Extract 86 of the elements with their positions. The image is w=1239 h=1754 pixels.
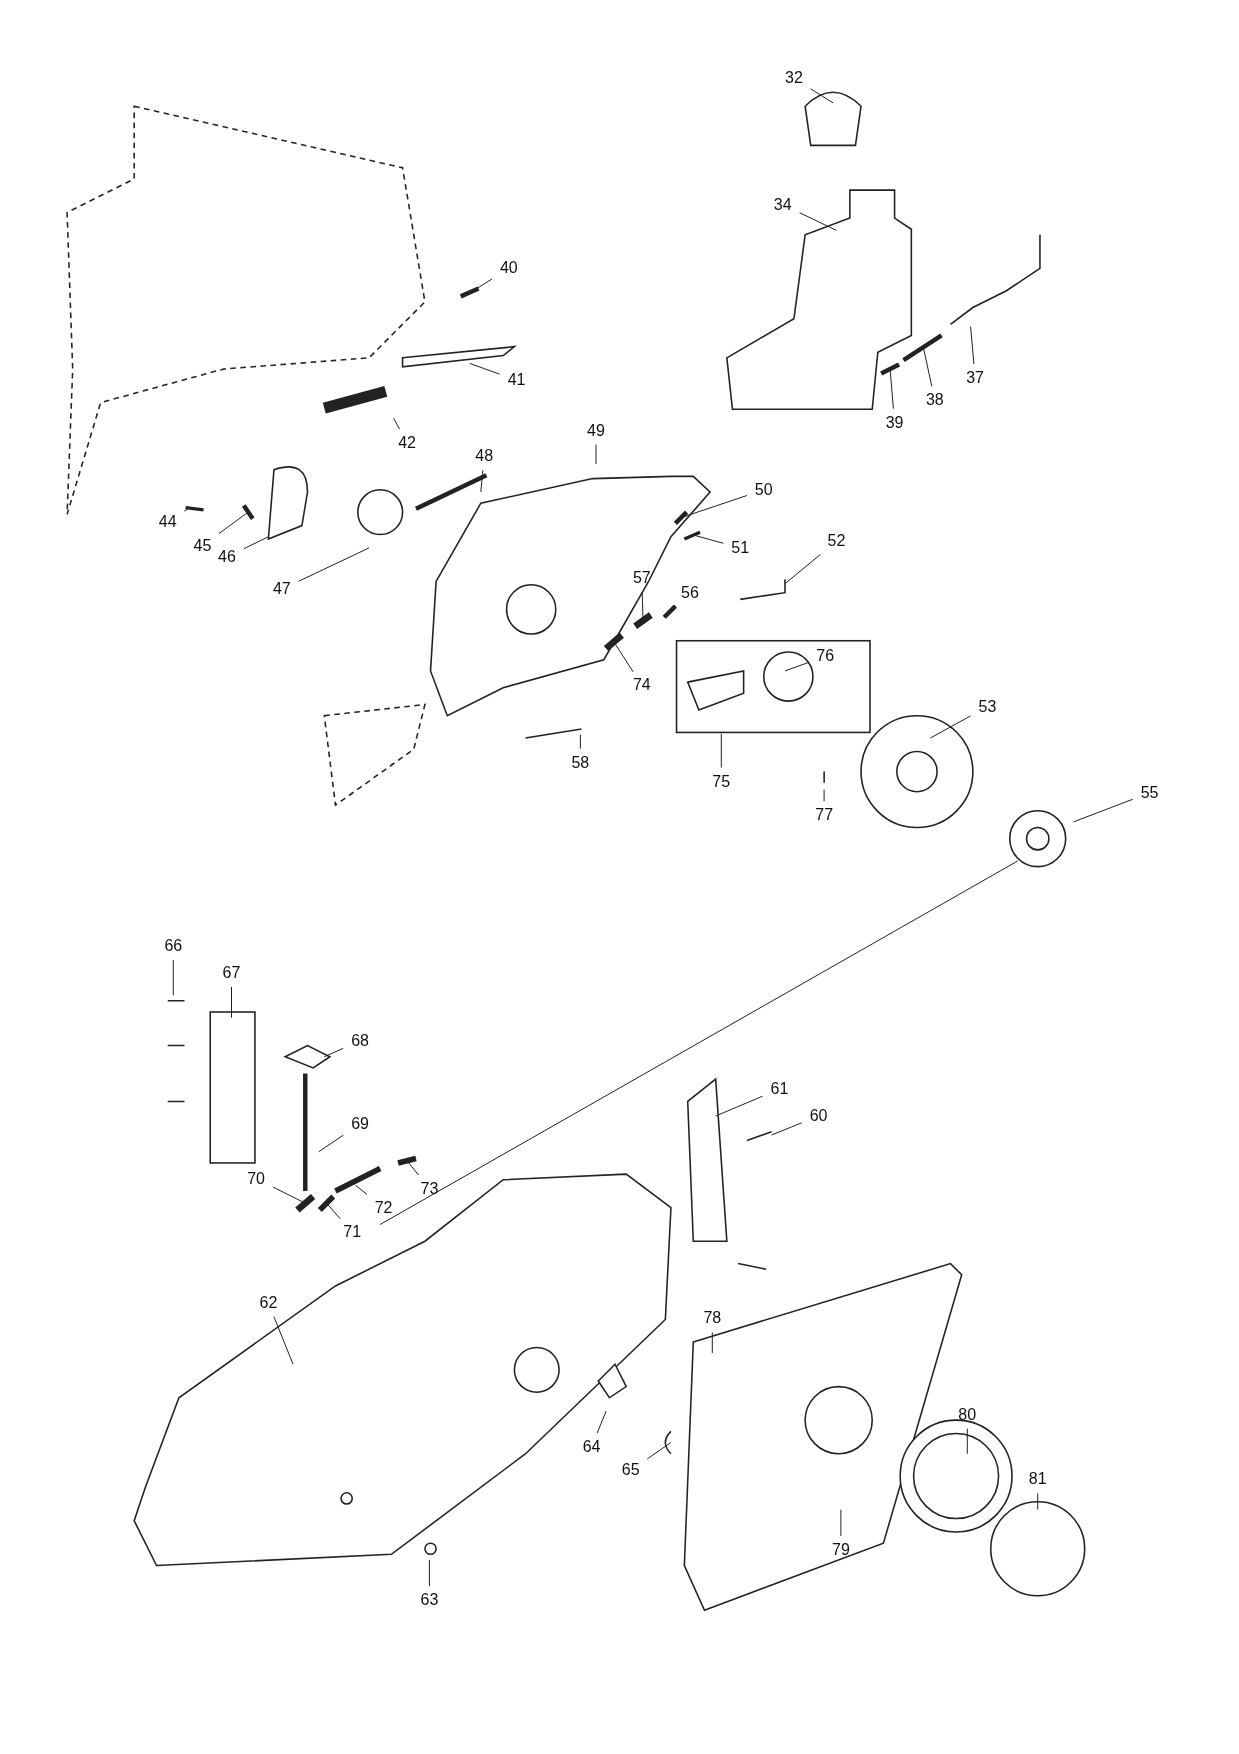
callout-number: 45 <box>192 536 213 555</box>
callout-number: 81 <box>1027 1470 1048 1489</box>
callout-number: 80 <box>957 1405 978 1424</box>
leader-line <box>784 554 821 585</box>
leader-line <box>326 1202 341 1220</box>
callout-number: 75 <box>711 772 732 791</box>
callout-number: 71 <box>342 1223 363 1242</box>
leader-line <box>243 536 269 550</box>
leader-line <box>595 444 597 465</box>
callout-number: 34 <box>772 195 793 214</box>
leader-line <box>393 417 400 430</box>
leader-line <box>355 1184 368 1195</box>
leader-line <box>799 212 837 231</box>
leader-line <box>823 789 825 802</box>
callout-number: 62 <box>258 1293 279 1312</box>
callout-number: 76 <box>815 647 836 666</box>
leader-line <box>1073 798 1134 823</box>
callout-number: 32 <box>784 69 804 88</box>
leader-line <box>711 1331 713 1354</box>
callout-number: 55 <box>1139 783 1160 802</box>
leader-line <box>889 368 894 410</box>
leader-line <box>923 348 933 387</box>
callout-number: 65 <box>620 1461 641 1480</box>
leader-line <box>669 605 677 613</box>
leader-line <box>469 362 501 375</box>
leader-line <box>231 986 232 1019</box>
callout-number: 77 <box>814 806 834 825</box>
callout-number: 50 <box>753 480 774 499</box>
callout-number: 56 <box>680 583 700 602</box>
leader-line <box>480 469 484 493</box>
callout-number: 47 <box>271 580 292 599</box>
leader-line <box>272 1186 306 1204</box>
leader-line <box>613 641 634 673</box>
leader-line <box>428 1559 430 1587</box>
leader-line <box>323 1047 344 1058</box>
leader-line <box>720 733 722 769</box>
leader-line <box>784 662 809 672</box>
callout-number: 40 <box>498 259 519 278</box>
callout-number: 38 <box>924 391 945 410</box>
leader-line <box>1037 1492 1039 1511</box>
callout-number: 44 <box>157 513 178 532</box>
callout-number: 58 <box>570 753 591 772</box>
callout-number: 69 <box>350 1114 370 1133</box>
leader-line <box>318 1134 344 1153</box>
callout-number: 42 <box>397 433 417 452</box>
leader-line <box>406 1160 420 1176</box>
leader-line <box>183 508 189 512</box>
callout-number: 78 <box>702 1309 723 1328</box>
leader-line <box>966 1428 968 1455</box>
leader-line <box>929 715 972 739</box>
callout-number: 57 <box>631 569 652 588</box>
leader-line <box>771 1122 803 1136</box>
leader-line <box>172 959 174 996</box>
leader-line <box>273 1316 294 1365</box>
callout-number: 52 <box>826 532 847 551</box>
callout-number: 64 <box>581 1438 602 1456</box>
callout-number: 48 <box>474 447 495 466</box>
callout-number: 70 <box>246 1169 266 1188</box>
leader-line <box>695 535 724 544</box>
callout-number: 51 <box>730 538 751 557</box>
callout-number: 79 <box>831 1540 851 1559</box>
callout-number: 41 <box>506 371 527 390</box>
callout-number: 37 <box>965 368 985 387</box>
leader-line <box>810 88 834 104</box>
callout-number: 72 <box>373 1198 394 1217</box>
callout-number: 73 <box>419 1179 440 1198</box>
leader-line <box>646 1442 672 1460</box>
callout-number: 46 <box>217 547 237 566</box>
leader-line <box>840 1509 842 1537</box>
leader-line <box>596 1410 607 1434</box>
callout-number: 53 <box>977 697 998 716</box>
leader-line <box>579 734 581 750</box>
leader-line <box>469 278 493 294</box>
leader-line <box>715 1095 764 1117</box>
callout-number: 66 <box>163 937 184 955</box>
callout-number: 49 <box>586 421 606 440</box>
leader-line <box>298 547 370 582</box>
callout-number: 63 <box>419 1591 440 1610</box>
callout-number: 68 <box>350 1032 370 1051</box>
leader-line <box>970 326 975 365</box>
leader-line <box>218 511 249 534</box>
callout-number: 60 <box>808 1107 829 1125</box>
callout-number: 61 <box>769 1080 790 1099</box>
callout-number: 39 <box>884 413 905 432</box>
callout-number: 74 <box>631 676 652 695</box>
callout-number: 67 <box>221 963 242 982</box>
